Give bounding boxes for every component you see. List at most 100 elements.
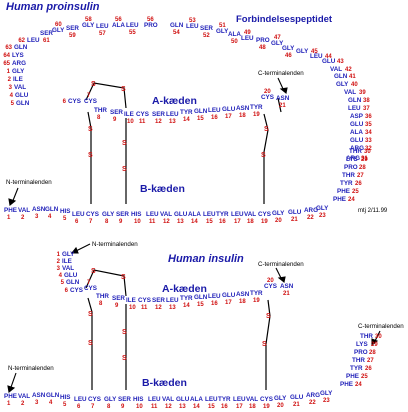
residue-number: 26 [355,181,362,187]
residue-number: 19 [253,298,260,304]
residue-number: 8 [97,115,101,121]
residue-number: 12 [163,219,170,225]
residue-number: 3 [35,214,39,220]
residue-code: GLY [216,28,229,35]
residue-number: 21 [279,103,286,109]
residue-number: 9 [121,404,125,410]
insulin-n-term-arrow-b [7,372,17,394]
residue-code: GLU [288,209,302,216]
residue-number: 16 [211,301,218,307]
residue-number: 58 [85,17,92,23]
residue-code: VAL [18,207,30,214]
residue-code: CYS [70,287,83,294]
residue-code: VAL [162,396,174,403]
residue-code: GLY [296,48,309,55]
residue-number: 28 [359,165,366,171]
residue-code: HIS [133,396,144,403]
residue-number: 26 [365,366,372,372]
residue-code: ASN [280,283,294,290]
residue-code: LEU [27,37,40,44]
residue-code: LEU [74,396,87,403]
sulfur-atom: S [122,140,127,147]
residue-code: VAL [246,396,258,403]
residue-code: LEU [310,53,323,60]
residue-number: 1 [7,69,11,75]
residue-number: 46 [285,53,292,59]
residue-code: GLN [348,97,362,104]
residue-code: GLY [272,210,285,217]
residue-code: GLY [82,22,95,29]
residue-number: 1 [7,215,11,221]
residue-code: VAL [62,265,74,272]
residue-code: CYS [84,285,97,292]
sulfur-atom: S [91,268,96,275]
residue-number: 1 [57,252,61,258]
residue-number: 4 [49,400,53,406]
residue-code: ILE [62,258,72,265]
residue-code: LYS [346,156,358,163]
proinsulin-title: Human proinsulin [6,1,100,13]
residue-code: GLU [15,92,29,99]
residue-number: 10 [136,404,143,410]
residue-number: 40 [351,82,358,88]
residue-number: 2 [21,401,25,407]
residue-number: 6 [65,288,69,294]
residue-number: 8 [107,404,111,410]
residue-code: ASN [276,95,290,102]
residue-number: 6 [77,404,81,410]
residue-code: CYS [68,98,81,105]
residue-number: 7 [87,280,91,286]
residue-code: LEU [203,211,216,218]
residue-code: LEU [148,396,161,403]
residue-number: 11 [139,119,146,125]
residue-number: 19 [253,112,260,118]
residue-number: 11 [141,305,148,311]
residue-code: GLN [46,392,60,399]
residue-number: 41 [349,74,356,80]
proinsulin-n-term-label: N-terminalenden [6,179,52,186]
sulfur-atom: S [264,126,269,133]
residue-code: CYS [258,211,271,218]
residue-number: 17 [234,219,241,225]
proinsulin-credit: mtj 2/11.99 [358,208,388,214]
insulin-n-term-label-b: N-terminalenden [8,365,54,372]
residue-number: 12 [155,305,162,311]
residue-code: CYS [86,211,99,218]
residue-code: CYS [88,396,101,403]
residue-number: 21 [293,402,300,408]
residue-number: 62 [18,38,25,44]
residue-number: 9 [115,303,119,309]
residue-number: 16 [211,115,218,121]
residue-number: 31 [361,156,368,162]
residue-code: LEU [146,211,159,218]
residue-number: 8 [105,219,109,225]
residue-code: ALA [350,129,363,136]
residue-number: 5 [63,216,67,222]
residue-number: 45 [311,49,318,55]
residue-code: SER [112,295,125,302]
insulin-n-term-arrow-a [70,243,91,254]
